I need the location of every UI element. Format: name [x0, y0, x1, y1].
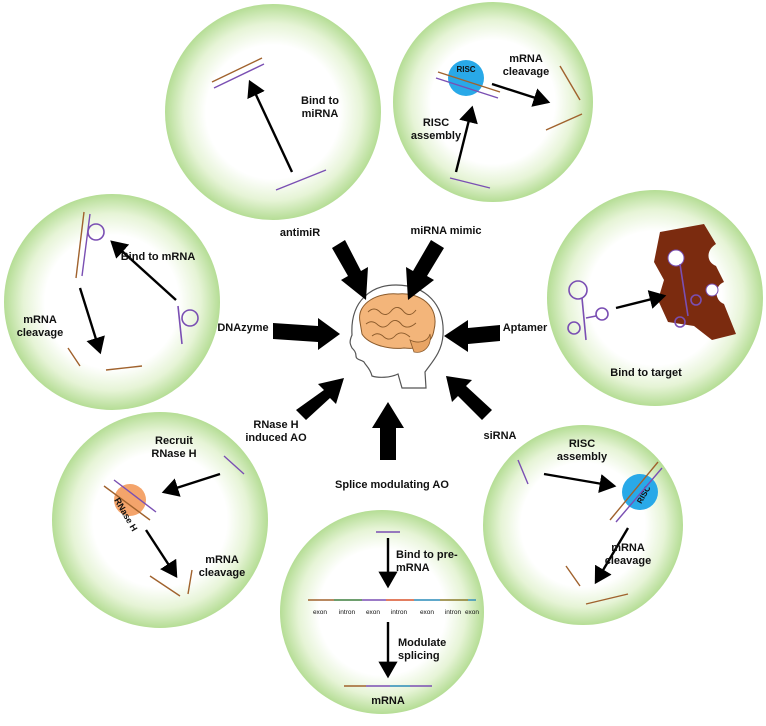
splice-bind-line1: Bind to pre-: [396, 549, 458, 561]
sirna-cleavage-line1: mRNA: [611, 542, 645, 554]
antimir-panel-content: Bind to miRNA: [211, 57, 339, 191]
dnazyme-panel-content: Bind to mRNA mRNA cleavage: [17, 211, 199, 371]
panel-splice: [280, 510, 484, 714]
agent-label-rnase-h-line1: RNase H: [253, 419, 298, 431]
mirna-strand-icon: [211, 57, 263, 83]
antimir-step-line1: Bind to: [301, 95, 339, 107]
agent-label-dnazyme: DNAzyme: [217, 322, 268, 334]
sirna-bound-mrna-icon: [609, 461, 663, 523]
sirna-cleaved-mrna-icon: [565, 565, 629, 605]
splice-segment-3: exon: [366, 609, 380, 616]
aptamer-bound-icon: [674, 263, 702, 328]
rnaseh-cleavage-line1: mRNA: [205, 554, 239, 566]
mimic-assembly-line1: RISC: [423, 117, 449, 129]
agent-label-rnase-h-line2: induced AO: [245, 432, 307, 444]
mimic-cleavage-line1: mRNA: [509, 53, 543, 65]
panel-rnase-h: [52, 412, 268, 628]
splice-segment-7: exon: [465, 609, 479, 616]
arrow-aptamer: [444, 320, 500, 352]
antimir-strand-icon: [275, 169, 327, 191]
splice-panel-content: Bind to pre- mRNA exon intron exon intro…: [308, 531, 479, 707]
splice-product: mRNA: [371, 695, 405, 707]
aptamer-free-icon: [567, 280, 609, 341]
splice-segment-5: exon: [420, 609, 434, 616]
aptamer-panel-content: Bind to target: [567, 224, 736, 379]
rnaseh-recruit-line2: RNase H: [151, 448, 196, 460]
splice-modulate-line1: Modulate: [398, 637, 446, 649]
sirna-cleavage-line2: cleavage: [605, 555, 651, 567]
agent-label-splice: Splice modulating AO: [335, 479, 449, 491]
sirna-assembly-line2: assembly: [557, 451, 608, 463]
panel-mirna-mimic: [393, 2, 593, 202]
splice-segment-4: intron: [391, 609, 408, 616]
rnaseh-cleavage-line2: cleavage: [199, 567, 245, 579]
splice-segment-1: exon: [313, 609, 327, 616]
arrow-rnase-h: [296, 378, 344, 420]
mimic-precursor-icon: [449, 177, 491, 189]
arrow-splice: [372, 402, 404, 460]
agent-label-aptamer: Aptamer: [503, 322, 548, 334]
splice-bind-line2: mRNA: [396, 562, 430, 574]
risc-complex-icon: [448, 60, 484, 96]
agent-label-mirna-mimic: miRNA mimic: [410, 225, 481, 237]
sirna-duplex-icon: [517, 459, 529, 485]
arrow-sirna: [446, 376, 492, 420]
rnaseh-ao-icon: [223, 455, 245, 475]
splice-modulate-line2: splicing: [398, 650, 440, 662]
dnazyme-free-icon: [177, 305, 199, 345]
splice-segment-2: intron: [339, 609, 356, 616]
mimic-guide-strand-icon: [435, 77, 499, 99]
sirna-panel-content: RISC RISC assembly mRNA cleavage: [517, 438, 663, 605]
panel-sirna: [483, 425, 683, 625]
dnazyme-bind: Bind to mRNA: [121, 251, 196, 263]
mimic-duplex-icon: [437, 71, 501, 93]
antimir-step-line2: miRNA: [302, 108, 339, 120]
agent-label-sirna: siRNA: [483, 430, 516, 442]
aptamer-step: Bind to target: [610, 367, 682, 379]
mimic-panel-content: RISC mRNA cleavage RISC assembly: [411, 53, 583, 189]
human-head-brain-icon: [349, 284, 444, 389]
cleaved-mrna-icon: [545, 65, 583, 131]
dnazyme-bound-icon: [75, 211, 105, 279]
rnaseh-cleaved-mrna-icon: [149, 569, 193, 597]
splice-segment-6: intron: [445, 609, 462, 616]
rnase-h-enzyme-icon: [114, 484, 146, 516]
antimir-bound-icon: [213, 63, 265, 89]
rnaseh-recruit-line1: Recruit: [155, 435, 193, 447]
agent-arrows: [273, 240, 500, 460]
agent-label-antimir: antimiR: [280, 227, 320, 239]
mimic-risc-label: RISC: [456, 65, 475, 74]
arrow-antimir: [332, 240, 368, 300]
rnaseh-duplex-icon: [103, 479, 157, 521]
mimic-assembly-line2: assembly: [411, 130, 462, 142]
dnazyme-cleavage-line1: mRNA: [23, 314, 57, 326]
dnazyme-cleaved-mrna-icon: [67, 347, 143, 371]
panel-dnazyme: [4, 194, 220, 410]
arrow-mirna-mimic: [406, 240, 444, 300]
dnazyme-cleavage-line2: cleavage: [17, 327, 63, 339]
mimic-cleavage-line2: cleavage: [503, 66, 549, 78]
rnaseh-panel-content: Recruit RNase H RNase H mRNA cleavage: [103, 435, 245, 597]
panel-antimir: [165, 4, 381, 220]
sirna-assembly-line1: RISC: [569, 438, 595, 450]
arrow-dnazyme: [273, 318, 340, 350]
